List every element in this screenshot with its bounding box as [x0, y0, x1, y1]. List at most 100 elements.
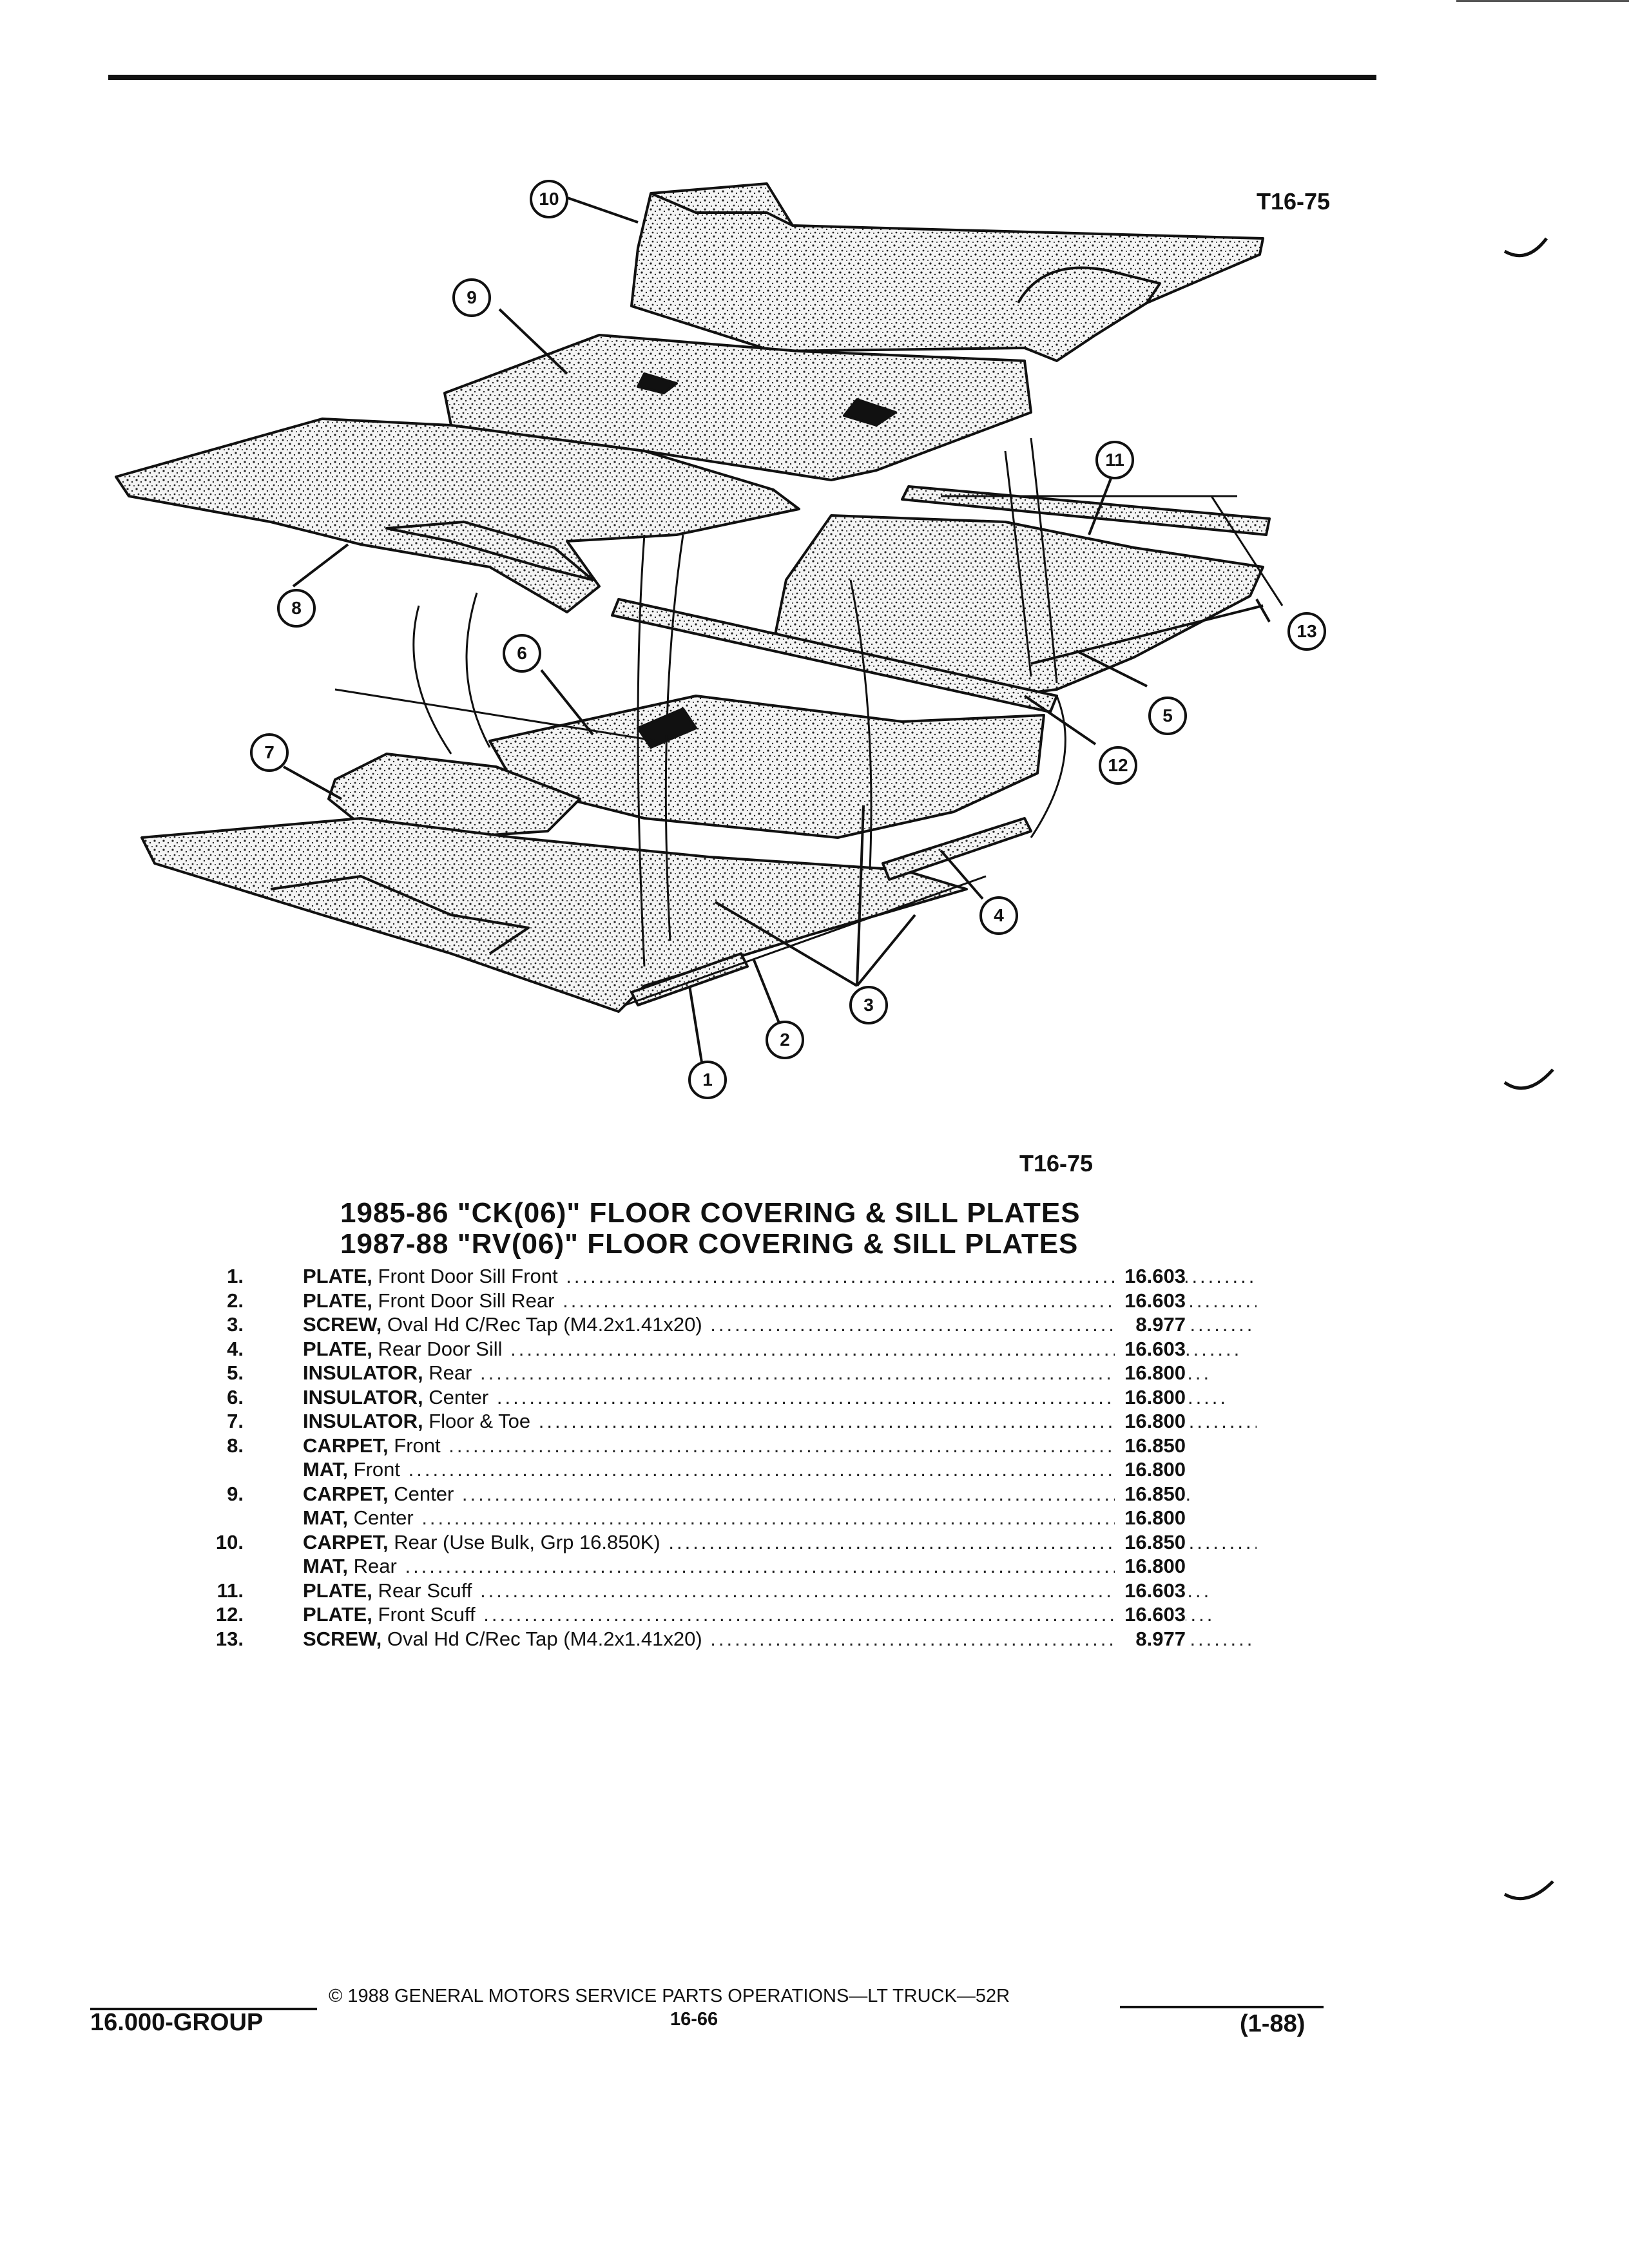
callouts: 10 9 8 6 7 11 13 5 12 4 3 2 1 — [250, 180, 1326, 1099]
part-description: SCREW, Oval Hd C/Rec Tap (M4.2x1.41x20) … — [303, 1627, 1257, 1650]
group-number: 16.850 — [1115, 1433, 1186, 1457]
part-detail: Rear Door Sill — [372, 1337, 503, 1360]
group-number: 16.603 — [1115, 1336, 1186, 1361]
part-name: PLATE, — [303, 1603, 372, 1626]
part-description: INSULATOR, Rear ........................… — [303, 1361, 1212, 1384]
part-row: 10.CARPET, Rear (Use Bulk, Grp 16.850K) … — [193, 1530, 1257, 1554]
top-rule — [108, 75, 1376, 80]
part-detail: Floor & Toe — [423, 1410, 531, 1432]
group-number: 16.850 — [1115, 1530, 1186, 1554]
title-line-1: 1985-86 "CK(06)" FLOOR COVERING & SILL P… — [340, 1197, 1081, 1229]
part-description: MAT, Center ............................… — [303, 1506, 1153, 1529]
part-number: 12. — [215, 1603, 244, 1626]
part-description: MAT, Front .............................… — [303, 1458, 1140, 1481]
part-detail: Front — [388, 1434, 441, 1457]
part-detail: Rear (Use Bulk, Grp 16.850K) — [388, 1530, 660, 1553]
callout-9: 9 — [452, 278, 491, 317]
group-number: 16.800 — [1115, 1457, 1186, 1482]
part-description: INSULATOR, Center ......................… — [303, 1385, 1229, 1408]
footer-copyright: © 1988 GENERAL MOTORS SERVICE PARTS OPER… — [329, 1986, 1010, 2006]
part-row: MAT, Rear ..............................… — [193, 1554, 1224, 1579]
part-row: 8. CARPET, Front ........................… — [193, 1433, 1224, 1457]
part-row: MAT, Center ............................… — [193, 1506, 1224, 1530]
margin-mark — [1503, 1068, 1554, 1090]
title-line-2: 1987-88 "RV(06)" FLOOR COVERING & SILL P… — [340, 1228, 1079, 1260]
part-detail: Center — [348, 1506, 414, 1529]
group-number: 16.603 — [1115, 1288, 1186, 1312]
margin-marks — [1503, 237, 1554, 1901]
part-row: 5.INSULATOR, Rear ......................… — [193, 1361, 1224, 1385]
group-number: 8.977 — [1115, 1312, 1186, 1337]
part-row: 12. PLATE, Front Scuff ..................… — [193, 1602, 1224, 1627]
part-number: 1. — [227, 1265, 244, 1287]
part-row: MAT, Front .............................… — [193, 1457, 1224, 1482]
group-number: 16.800 — [1115, 1506, 1186, 1530]
footer-revision: (1-88) — [1240, 2010, 1306, 2037]
part-description: MAT, Rear ..............................… — [303, 1555, 1137, 1577]
edge-rule — [1456, 0, 1629, 2]
part-row: 13. SCREW, Oval Hd C/Rec Tap (M4.2x1.41x2… — [193, 1626, 1257, 1651]
part-detail: Center — [388, 1482, 454, 1505]
group-number: 16.603 — [1115, 1578, 1186, 1602]
footer-group: 16.000-GROUP — [90, 2009, 264, 2036]
part-detail: Oval Hd C/Rec Tap (M4.2x1.41x20) — [381, 1313, 702, 1336]
footer-page-number: 16-66 — [670, 2009, 718, 2030]
group-number: 16.800 — [1115, 1361, 1186, 1385]
part-number: 9. — [227, 1482, 244, 1505]
part-description: CARPET, Front ..........................… — [303, 1434, 1181, 1457]
callout-10: 10 — [530, 180, 568, 218]
callout-8: 8 — [277, 589, 316, 628]
part-name: SCREW, — [303, 1627, 382, 1650]
group-number: 16.850 — [1115, 1481, 1186, 1506]
part-detail: Oval Hd C/Rec Tap (M4.2x1.41x20) — [381, 1627, 702, 1650]
part-row: 7. INSULATOR, Floor & Toe ...............… — [193, 1409, 1257, 1434]
part-description: PLATE, Rear Door Sill ..................… — [303, 1337, 1242, 1360]
part-detail: Rear — [348, 1555, 397, 1577]
part-number: 3. — [227, 1313, 244, 1336]
part-name: PLATE, — [303, 1289, 372, 1312]
part-number: 7. — [227, 1410, 244, 1432]
callout-13: 13 — [1287, 612, 1326, 651]
part-name: MAT, — [303, 1506, 349, 1529]
part-name: INSULATOR, — [303, 1361, 423, 1384]
part-description: PLATE, Front Door Sill Front ...........… — [303, 1265, 1257, 1287]
part-number: 13. — [215, 1627, 244, 1650]
footer-rule-left — [90, 2008, 317, 2010]
callout-4: 4 — [979, 896, 1018, 935]
part-detail: Front Scuff — [372, 1603, 476, 1626]
part-description: PLATE, Front Scuff .....................… — [303, 1603, 1215, 1626]
part-name: MAT, — [303, 1458, 349, 1481]
part-number: 11. — [217, 1579, 244, 1602]
part-row: 4.PLATE, Rear Door Sill ................… — [193, 1336, 1239, 1361]
group-number: 16.800 — [1115, 1409, 1186, 1434]
group-number: 16.800 — [1115, 1554, 1186, 1579]
callout-12: 12 — [1099, 746, 1137, 785]
figure-code-top: T16-75 — [1257, 188, 1331, 215]
part-description: PLATE, Front Door Sill Rear ............… — [303, 1289, 1257, 1312]
part-description: CARPET, Center .........................… — [303, 1482, 1194, 1505]
part-name: PLATE, — [303, 1337, 372, 1360]
footer-rule-right — [1120, 2006, 1324, 2008]
callout-1: 1 — [688, 1061, 727, 1099]
part-number: 8. — [227, 1434, 244, 1457]
part-detail: Front Door Sill Front — [372, 1265, 558, 1287]
callout-6: 6 — [503, 634, 541, 673]
part-detail: Front — [348, 1458, 400, 1481]
part-row: 11.PLATE, Rear Scuff ...................… — [193, 1578, 1224, 1602]
callout-7: 7 — [250, 733, 289, 772]
part-name: CARPET, — [303, 1530, 389, 1553]
part-description: SCREW, Oval Hd C/Rec Tap (M4.2x1.41x20) … — [303, 1313, 1257, 1336]
floor-covering-illustration — [115, 182, 1284, 1067]
figure-code-bottom: T16-75 — [1019, 1150, 1094, 1177]
part-row: 6.INSULATOR, Center ....................… — [193, 1385, 1226, 1409]
margin-mark — [1503, 237, 1548, 258]
part-name: PLATE, — [303, 1265, 372, 1287]
group-number: 16.800 — [1115, 1385, 1186, 1409]
part-detail: Rear Scuff — [372, 1579, 472, 1602]
margin-mark — [1503, 1880, 1554, 1901]
part-name: PLATE, — [303, 1579, 372, 1602]
callout-2: 2 — [766, 1021, 804, 1059]
callout-11: 11 — [1095, 441, 1134, 479]
part-number: 2. — [227, 1289, 244, 1312]
part-description: INSULATOR, Floor & Toe .................… — [303, 1410, 1257, 1432]
